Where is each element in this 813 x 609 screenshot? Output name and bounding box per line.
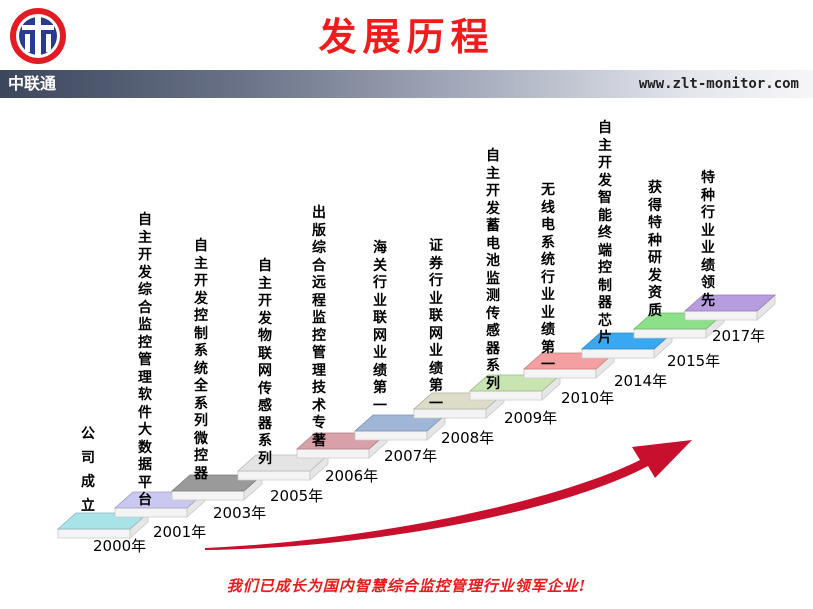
- milestone-year: 2003年: [213, 504, 267, 522]
- milestone-text: 自主开发综合监控管理软件大数据平台: [138, 212, 152, 508]
- milestone-text: 特种行业业绩领先: [701, 170, 715, 309]
- milestone-text: 自主开发物联网传感器系列: [258, 258, 272, 467]
- timeline-step: [353, 414, 447, 441]
- milestone-text: 海关行业联网业绩第一: [373, 240, 387, 414]
- milestone-text: 自主开发智能终端控制器芯片: [598, 120, 612, 346]
- milestone-year: 2005年: [270, 487, 324, 505]
- milestone-year: 2014年: [614, 372, 668, 390]
- milestone-year: 2000年: [93, 537, 147, 555]
- milestone-year: 2008年: [441, 429, 495, 447]
- ZLT-logo-icon: [10, 8, 66, 64]
- milestone-text: 公司成立: [81, 426, 95, 514]
- timeline-step: [468, 374, 562, 401]
- milestone-year: 2001年: [153, 523, 207, 541]
- milestone-year: 2010年: [561, 389, 615, 407]
- milestone-text: 自主开发蓄电池监测传感器系列: [486, 148, 500, 392]
- timeline-step: [683, 294, 777, 321]
- milestone-year: 2015年: [667, 352, 721, 370]
- milestone-text: 自主开发控制系统全系列微控器: [194, 238, 208, 482]
- header-bar: 中联通 www.zlt-monitor.com: [0, 70, 813, 98]
- milestone-year: 2017年: [712, 327, 766, 345]
- milestone-year: 2007年: [384, 447, 438, 465]
- milestone-year: 2009年: [504, 409, 558, 427]
- milestone-text: 出版综合远程监控管理技术专著: [312, 205, 326, 449]
- company-name: 中联通: [8, 74, 57, 93]
- growth-arrow: [205, 440, 692, 550]
- timeline-step: [236, 454, 330, 481]
- milestone-text: 证券行业联网业绩第一: [429, 238, 443, 412]
- milestone-text: 无线电系统行业业绩第一: [541, 182, 555, 373]
- slogan: 我们已成长为国内智慧综合监控管理行业领军企业!: [226, 577, 587, 595]
- milestone-text: 获得特种研发资质: [648, 180, 662, 319]
- page-title: 发展历程: [318, 15, 495, 59]
- milestone-year: 2006年: [325, 467, 379, 485]
- website-url: www.zlt-monitor.com: [638, 76, 799, 92]
